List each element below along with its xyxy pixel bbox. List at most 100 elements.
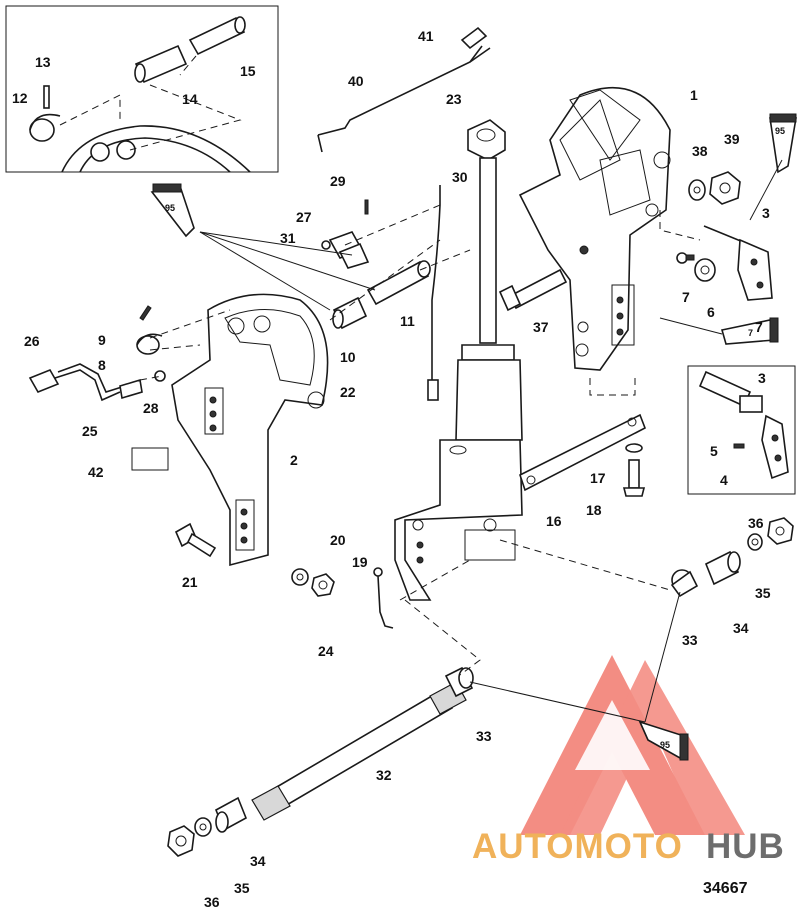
callout-7: 7 — [755, 319, 763, 335]
lube-label-7: 7 — [748, 328, 753, 338]
lube-tube-left: 95 — [150, 183, 195, 238]
callout-17: 17 — [590, 470, 606, 486]
callout-16: 16 — [546, 513, 562, 529]
bolt-7 — [676, 252, 695, 264]
callout-8: 8 — [98, 357, 106, 373]
washer-6 — [694, 258, 716, 282]
callout-24: 24 — [318, 643, 334, 659]
inset-pins — [5, 5, 279, 173]
callout-3: 3 — [762, 205, 770, 221]
lube-tube-right: 95 — [769, 113, 797, 174]
leader-lines — [139, 159, 783, 723]
callout-41: 41 — [418, 28, 434, 44]
watermark-text-hub: HUB — [706, 827, 785, 866]
callout-4: 4 — [720, 472, 728, 488]
lube-label-95: 95 — [660, 740, 670, 750]
tie-bar-16 — [519, 413, 647, 492]
decal-42 — [131, 447, 169, 471]
watermark-text-automoto: AUTOMOTO — [472, 827, 683, 866]
washer-35-left — [194, 817, 212, 837]
callout-6: 6 — [707, 304, 715, 320]
callout-42: 42 — [88, 464, 104, 480]
callout-22: 22 — [340, 384, 356, 400]
swivel-bracket-1 — [518, 86, 671, 371]
lube-tube-7: 7 — [720, 317, 779, 345]
callout-5: 5 — [710, 443, 718, 459]
callout-34: 34 — [733, 620, 749, 636]
nut-19 — [311, 573, 335, 597]
callout-34: 34 — [250, 853, 266, 869]
callout-18: 18 — [586, 502, 602, 518]
callout-26: 26 — [24, 333, 40, 349]
bolt-18-washer-17 — [622, 443, 646, 497]
callout-14: 14 — [182, 91, 198, 107]
inset-lock — [687, 365, 796, 495]
lock-lever-3 — [703, 225, 773, 301]
callout-39: 39 — [724, 131, 740, 147]
callout-38: 38 — [692, 143, 708, 159]
nut-36-left — [167, 825, 195, 857]
callout-12: 12 — [12, 90, 28, 106]
callout-31: 31 — [280, 230, 296, 246]
washer-38 — [688, 179, 706, 201]
rod-40 — [317, 26, 491, 153]
callout-10: 10 — [340, 349, 356, 365]
watermark-logo — [520, 655, 745, 835]
callout-21: 21 — [182, 574, 198, 590]
callout-20: 20 — [330, 532, 346, 548]
lube-label-95: 95 — [775, 126, 785, 136]
callout-40: 40 — [348, 73, 364, 89]
callout-3: 3 — [758, 370, 766, 386]
cable-30 — [427, 185, 441, 401]
swivel-bracket-2 — [171, 293, 329, 567]
spacer-34-right — [704, 550, 741, 586]
lube-label-95: 95 — [165, 203, 175, 213]
callout-7: 7 — [682, 289, 690, 305]
diagram-number: 34667 — [703, 880, 748, 897]
bolt-21 — [174, 522, 217, 558]
callout-23: 23 — [446, 91, 462, 107]
watermark-text: AUTOMOTO HUB — [472, 827, 785, 866]
callout-19: 19 — [352, 554, 368, 570]
pivot-pin-11 — [366, 260, 431, 306]
nut-39 — [709, 171, 741, 205]
callout-11: 11 — [400, 313, 415, 329]
callout-32: 32 — [376, 767, 392, 783]
bolt-37 — [498, 268, 568, 312]
callout-13: 13 — [35, 54, 51, 70]
bushing-33-upper — [670, 569, 699, 598]
nut-36-right — [767, 517, 794, 545]
callout-36: 36 — [748, 515, 764, 531]
washer-20 — [291, 568, 309, 586]
callout-35: 35 — [755, 585, 771, 601]
lube-tube-bottom: 95 — [638, 720, 689, 761]
callout-30: 30 — [452, 169, 468, 185]
lever-25 — [28, 363, 143, 402]
washer-28 — [154, 370, 166, 382]
washer-35-right — [747, 533, 763, 551]
callout-1: 1 — [690, 87, 698, 103]
callout-29: 29 — [330, 173, 346, 189]
callout-33: 33 — [682, 632, 698, 648]
callout-36: 36 — [204, 894, 220, 909]
callout-28: 28 — [143, 400, 159, 416]
nut-31 — [321, 240, 331, 250]
cap-8 — [136, 333, 163, 355]
tilt-cylinder-23 — [394, 119, 523, 601]
callout-numbers: 1 2 3 3 4 5 6 7 7 8 9 10 11 12 13 14 15 … — [12, 28, 771, 910]
callout-33: 33 — [476, 728, 492, 744]
callout-25: 25 — [82, 423, 98, 439]
callout-15: 15 — [240, 63, 256, 79]
tilt-tube-32 — [251, 681, 467, 821]
spacer-34-left — [214, 796, 248, 833]
pin-9 — [139, 305, 152, 321]
ground-strap-24 — [373, 567, 394, 629]
callout-2: 2 — [290, 452, 298, 468]
callout-35: 35 — [234, 880, 250, 896]
callout-27: 27 — [296, 209, 312, 225]
bushing-10 — [332, 296, 368, 330]
bushing-33-lower — [444, 666, 474, 698]
callout-9: 9 — [98, 332, 106, 348]
